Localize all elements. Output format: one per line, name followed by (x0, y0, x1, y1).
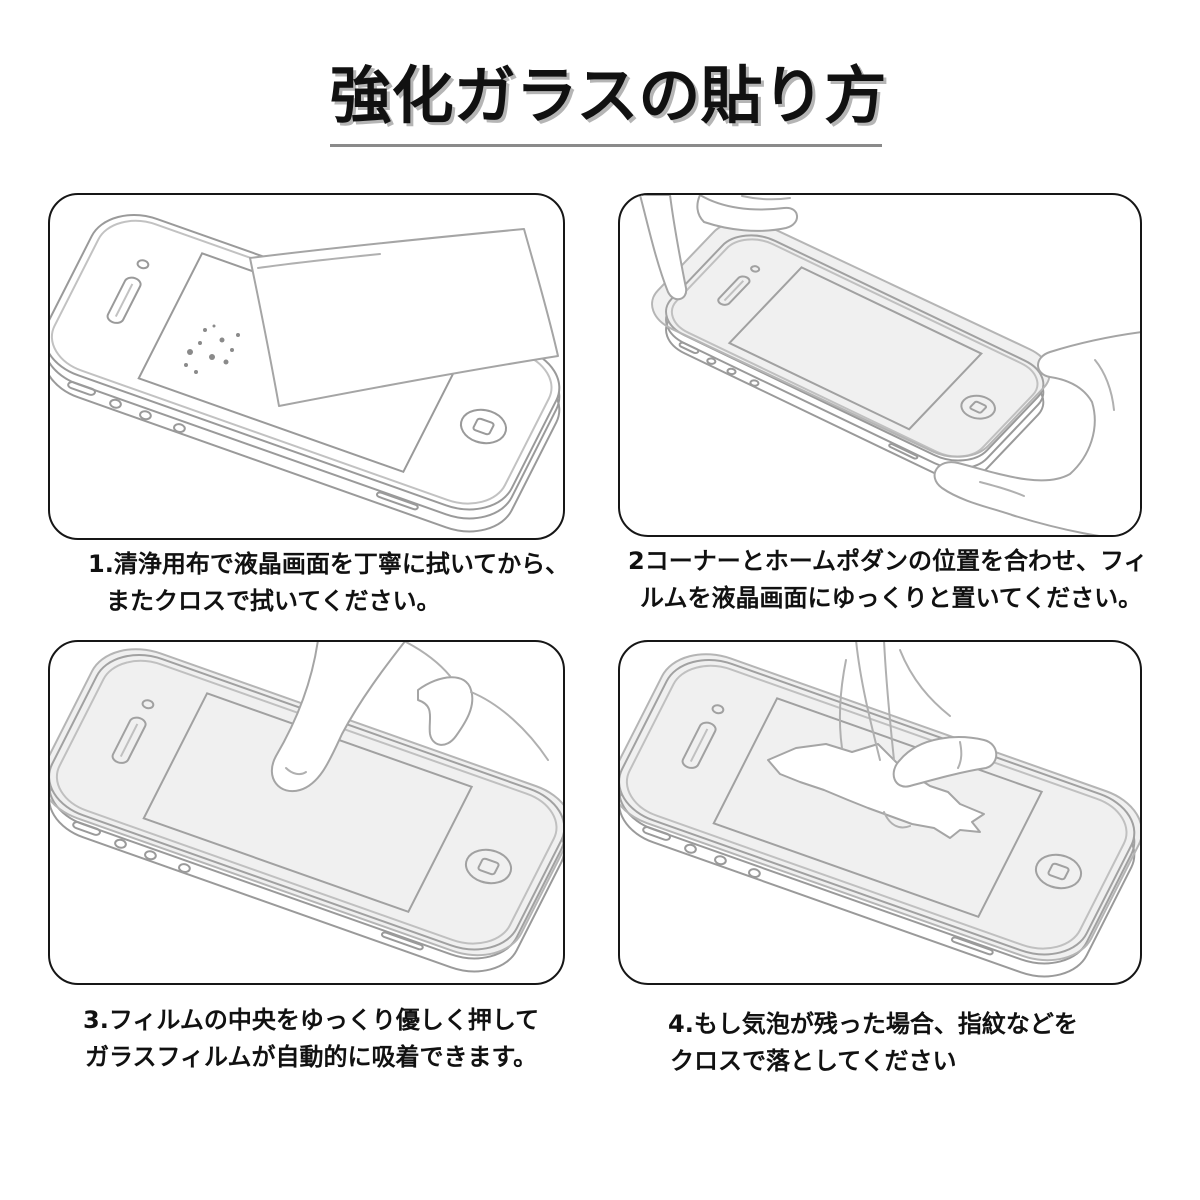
left-hand (639, 195, 798, 301)
step-4-panel (618, 640, 1142, 985)
step-3-caption-line-1: 3.フィルムの中央をゆっくり優しく押して (83, 1006, 540, 1034)
step-3-caption: 3.フィルムの中央をゆっくり優しく押して ガラスフィルムが自動的に吸着できます。 (83, 1002, 539, 1076)
step-4-illustration (620, 642, 1140, 983)
step-2-caption-line-1: 2コーナーとホームポダンの位置を合わせ、フィ (628, 547, 1148, 575)
step-4-caption-line-2: クロスで落としてください (670, 1047, 957, 1075)
step-1-caption: 1.清浄用布で液晶画面を丁寧に拭いてから、 またクロスで拭いてください。 (88, 546, 569, 620)
step-1-illustration (50, 200, 563, 538)
right-hand (933, 331, 1140, 535)
step-4-caption: 4.もし気泡が残った場合、指紋などを クロスで落としてください (668, 1006, 1078, 1080)
cleaning-cloth (249, 228, 559, 407)
step-1-caption-line-2: またクロスで拭いてください。 (106, 587, 441, 615)
step-4-caption-line-1: 4.もし気泡が残った場合、指紋などを (668, 1010, 1078, 1038)
step-2-panel (618, 193, 1142, 537)
step-2-illustration (636, 195, 1140, 535)
step-1-panel (48, 193, 565, 540)
wiping-hand (838, 642, 998, 829)
step-2-caption-line-2: ルムを液晶画面にゆっくりと置いてください。 (640, 584, 1143, 612)
dust-particles (184, 324, 240, 374)
step-3-caption-line-2: ガラスフィルムが自動的に吸着できます。 (85, 1043, 538, 1071)
cloth-fold (257, 253, 381, 269)
step-3-panel (48, 640, 565, 985)
pressing-hand (270, 642, 549, 793)
step-2-caption: 2コーナーとホームポダンの位置を合わせ、フィ ルムを液晶画面にゆっくりと置いてく… (628, 543, 1148, 617)
step-3-illustration (50, 642, 563, 983)
page-title: 強化ガラスの貼り方 (329, 59, 887, 132)
cleaning-cloth (767, 743, 985, 839)
title-underline (330, 144, 882, 147)
step-1-caption-line-1: 1.清浄用布で液晶画面を丁寧に拭いてから、 (88, 550, 570, 578)
